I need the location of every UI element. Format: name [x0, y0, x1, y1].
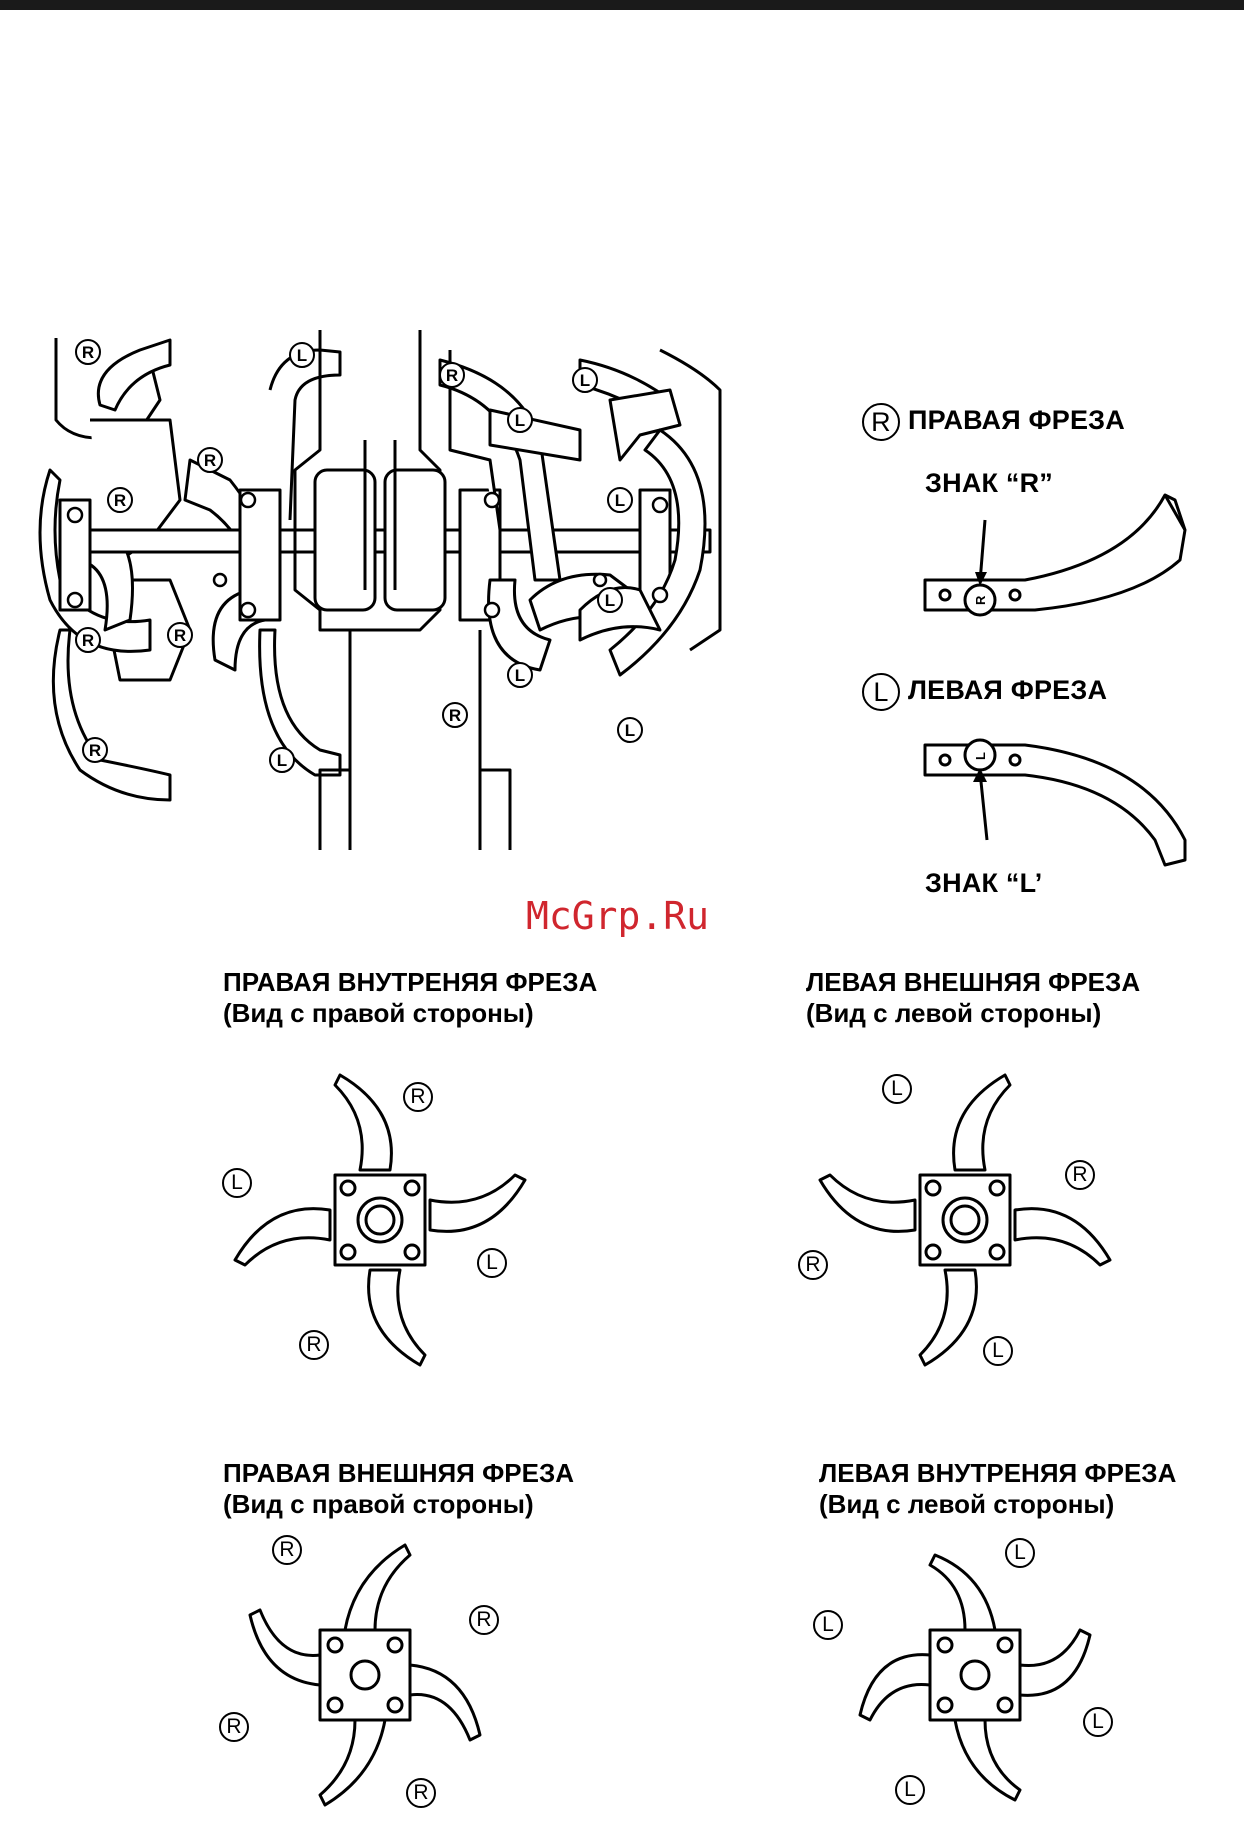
mark-l: L — [615, 491, 625, 510]
panel-4-mark-right: L — [1083, 1707, 1121, 1737]
mark-r: R — [82, 343, 94, 362]
panel-3-mark-left: R — [219, 1712, 257, 1742]
blade-sign-r: R — [973, 595, 988, 605]
mark-l: L — [625, 721, 635, 740]
panel-4-mark-top: L — [1005, 1538, 1043, 1568]
panel-2-rotor-drawing — [795, 1070, 1135, 1370]
panel-3-title: ПРАВАЯ ВНЕШНЯЯ ФРЕЗА — [223, 1458, 574, 1489]
panel-4-mark-left: L — [813, 1610, 851, 1640]
panel-1-subtitle: (Вид с правой стороны) — [223, 998, 534, 1029]
mark-l: L — [605, 591, 615, 610]
tiller-assembly-drawing: R R R R R R L L R R L L L L L L — [20, 330, 760, 860]
mark-r: R — [89, 741, 101, 760]
mark-l: L — [580, 371, 590, 390]
panel-2-subtitle: (Вид с левой стороны) — [806, 998, 1101, 1029]
blade-sign-l: L — [973, 752, 988, 760]
panel-4-title: ЛЕВАЯ ВНУТРЕНЯЯ ФРЕЗА — [819, 1458, 1176, 1489]
panel-4-rotor-drawing — [810, 1535, 1140, 1815]
panel-1-mark-left: L — [222, 1168, 260, 1198]
mark-l: L — [297, 346, 307, 365]
legend-left-title: L ЛЕВАЯ ФРЕЗА — [862, 673, 1107, 711]
legend-left-mark: L — [862, 673, 900, 711]
panel-1-mark-top: R — [403, 1082, 441, 1112]
panel-1-mark-bottom: R — [299, 1330, 337, 1360]
panel-2-title: ЛЕВАЯ ВНЕШНЯЯ ФРЕЗА — [806, 967, 1140, 998]
mark-r: R — [446, 366, 458, 385]
top-rule — [0, 0, 1244, 10]
legend-right-title: R ПРАВАЯ ФРЕЗА — [862, 403, 1125, 441]
panel-2-mark-bottom: L — [983, 1336, 1021, 1366]
mark-r: R — [204, 451, 216, 470]
mark-r: R — [174, 626, 186, 645]
right-blade-drawing: R — [915, 490, 1215, 625]
legend-left-label: ЛЕВАЯ ФРЕЗА — [908, 675, 1107, 705]
panel-3-mark-bottom: R — [406, 1778, 444, 1808]
panel-1-mark-right: L — [477, 1248, 515, 1278]
legend-right-mark: R — [862, 403, 900, 441]
legend-right-label: ПРАВАЯ ФРЕЗА — [908, 405, 1125, 435]
panel-3-subtitle: (Вид с правой стороны) — [223, 1489, 534, 1520]
mark-l: L — [515, 411, 525, 430]
panel-4-mark-bottom: L — [895, 1775, 933, 1805]
panel-1-title: ПРАВАЯ ВНУТРЕНЯЯ ФРЕЗА — [223, 967, 597, 998]
panel-1-rotor-drawing — [210, 1070, 550, 1370]
panel-3-mark-right: R — [469, 1605, 507, 1635]
panel-3-mark-top: R — [272, 1535, 310, 1565]
legend-left-sign: ЗНАК “L’ — [925, 868, 1043, 899]
mark-l: L — [515, 666, 525, 685]
panel-2-mark-left: R — [798, 1250, 836, 1280]
left-blade-drawing: L — [915, 730, 1215, 870]
mark-r: R — [449, 706, 461, 725]
panel-3-rotor-drawing — [200, 1535, 530, 1815]
mark-l: L — [277, 751, 287, 770]
panel-2-mark-right: R — [1065, 1160, 1103, 1190]
watermark: McGrp.Ru — [526, 894, 709, 938]
mark-r: R — [114, 491, 126, 510]
panel-2-mark-top: L — [882, 1074, 920, 1104]
mark-r: R — [82, 631, 94, 650]
panel-4-subtitle: (Вид с левой стороны) — [819, 1489, 1114, 1520]
